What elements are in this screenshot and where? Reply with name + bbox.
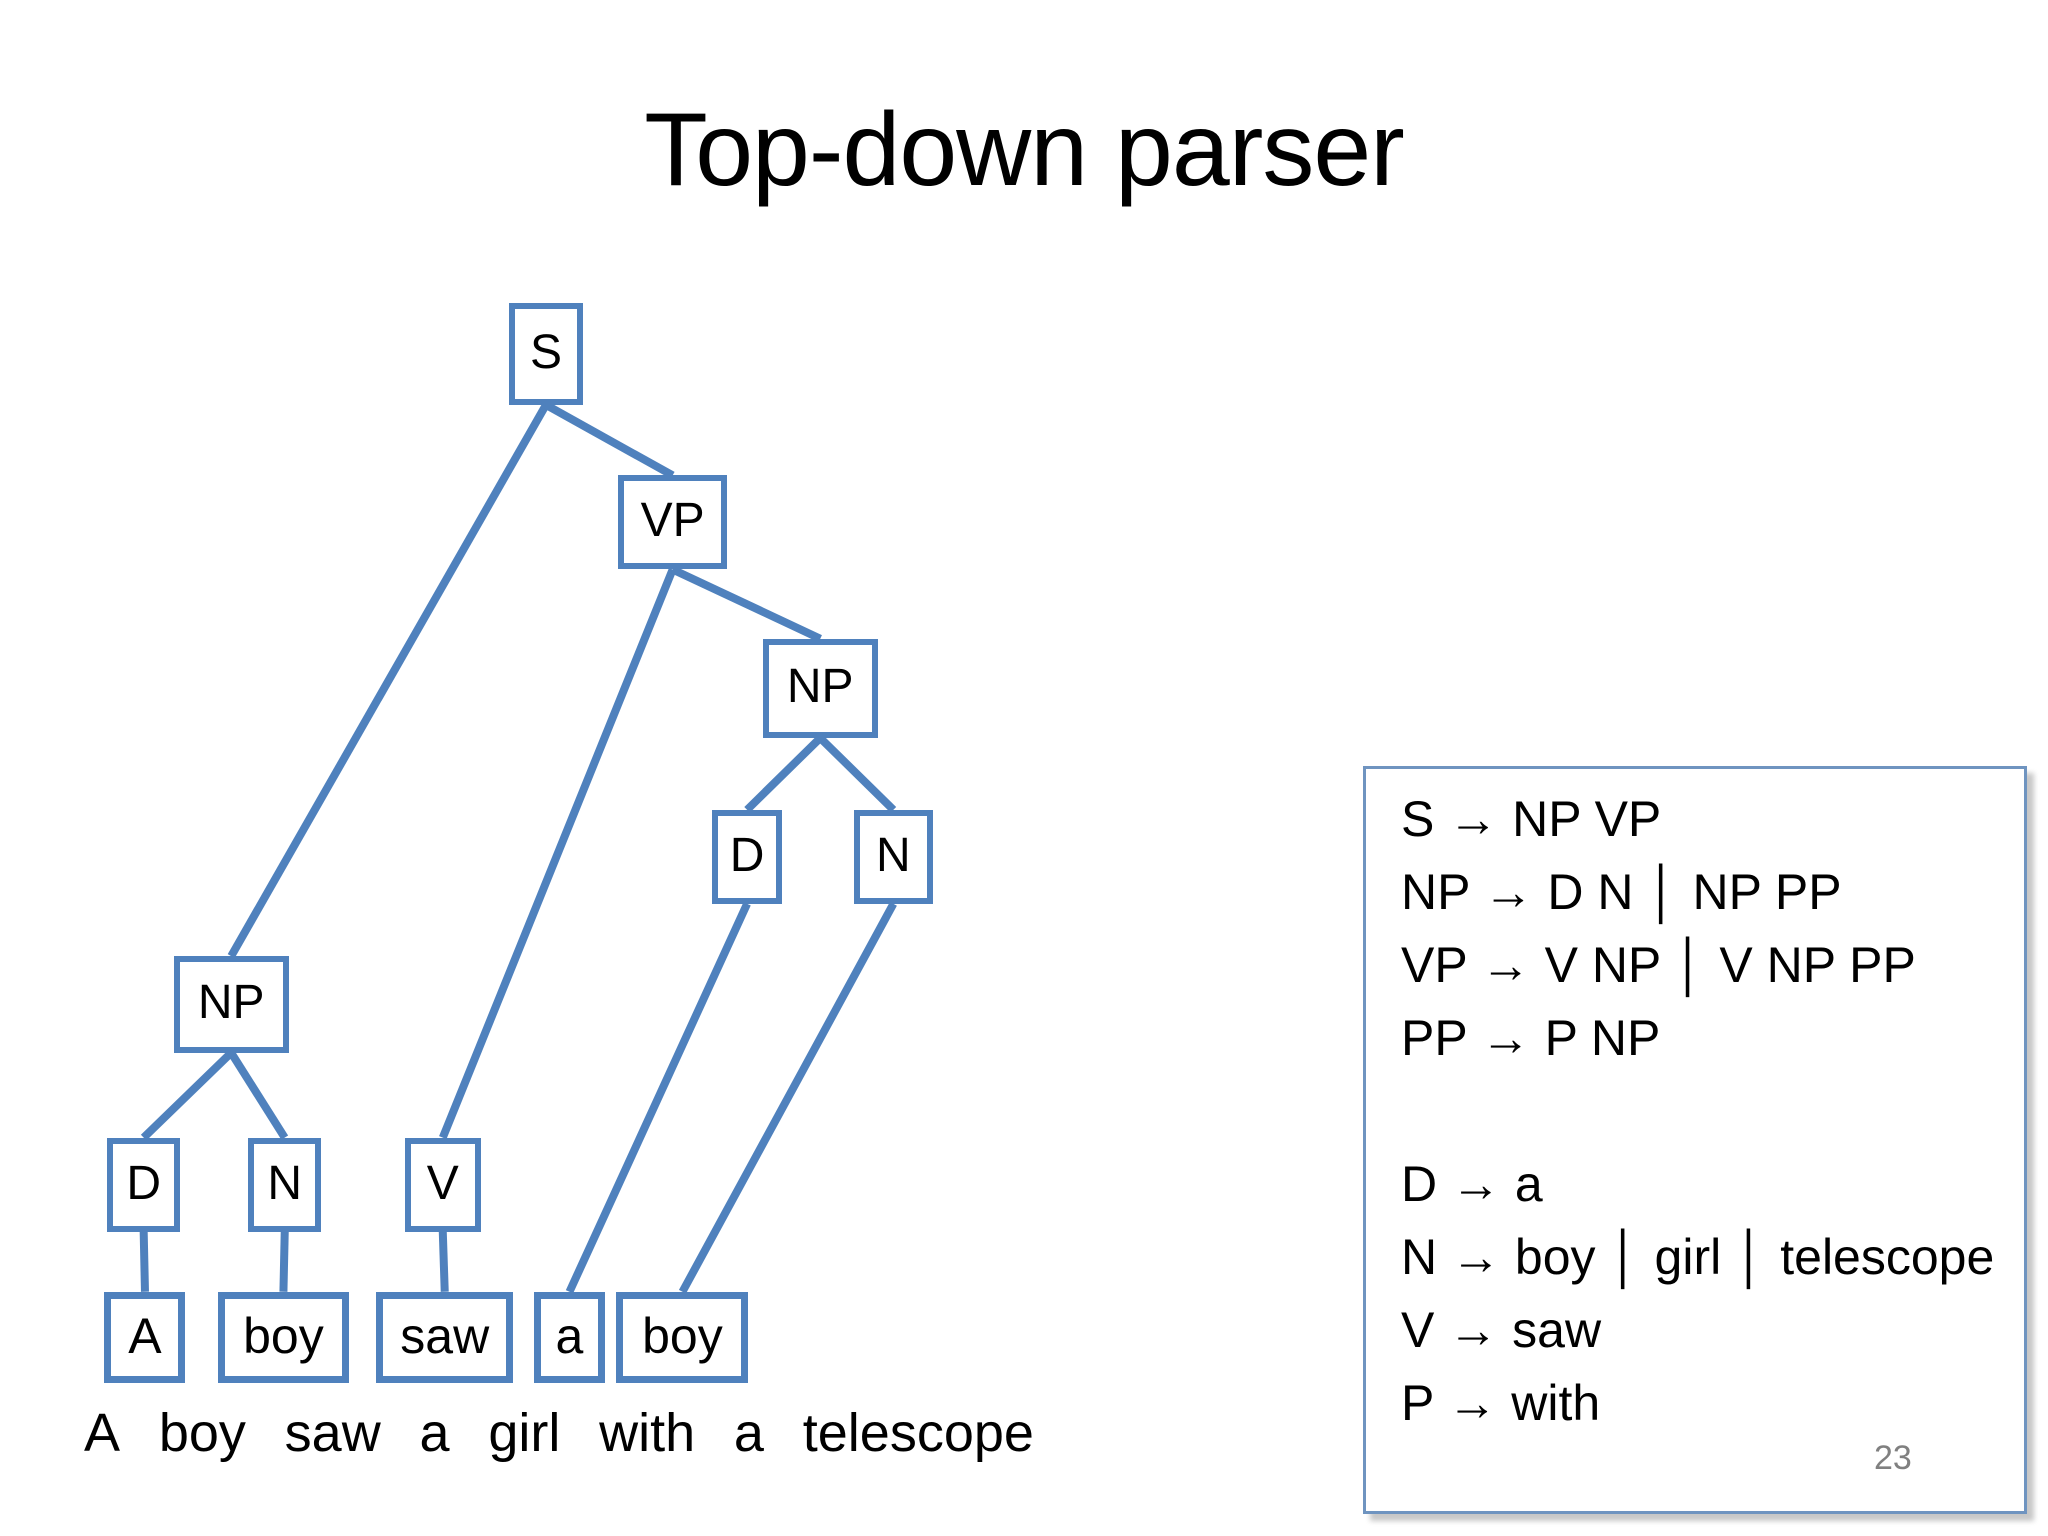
- grammar-rule-list: S → NP VP NP → D N │ NP PP VP → V NP │ V N…: [1401, 783, 2014, 1440]
- tree-node-w-a: A: [104, 1291, 186, 1384]
- tree-edge-n_obj-to-w_boy2: [678, 901, 897, 1294]
- tree-edge-n_subj-to-w_boy1: [279, 1231, 289, 1292]
- tree-node-w-saw: saw: [376, 1291, 514, 1384]
- tree-edge-np_subj-to-n_subj: [227, 1050, 289, 1140]
- tree-node-n-obj: N: [854, 809, 933, 904]
- grammar-rule-3: PP → P NP: [1401, 1010, 1661, 1066]
- sentence-word-7: telescope: [802, 1403, 1034, 1463]
- grammar-rule-7: V → saw: [1401, 1302, 1602, 1358]
- tree-edge-v-to-w_saw: [438, 1231, 449, 1292]
- sentence-word-3: a: [419, 1403, 450, 1463]
- tree-node-label: S: [529, 325, 562, 379]
- sentence-word-1: boy: [158, 1403, 246, 1463]
- grammar-panel: S → NP VP NP → D N │ NP PP VP → V NP │ V N…: [1363, 766, 2027, 1514]
- tree-node-vp: VP: [617, 475, 728, 570]
- tree-node-label: D: [729, 828, 765, 882]
- tree-edge-s-to-np_subj: [227, 402, 550, 959]
- grammar-rule-2: VP → V NP │ V NP PP: [1401, 937, 1916, 993]
- tree-node-label: NP: [197, 976, 265, 1030]
- grammar-rule-0: S → NP VP: [1401, 791, 1662, 847]
- sentence-word-2: saw: [284, 1403, 381, 1463]
- sentence-word-5: with: [599, 1403, 696, 1463]
- sentence-word-6: a: [733, 1403, 764, 1463]
- tree-node-label: boy: [243, 1308, 324, 1365]
- tree-node-w-a: a: [534, 1291, 605, 1384]
- tree-node-w-boy2: boy: [616, 1291, 749, 1384]
- tree-edge-s-to-vp: [544, 401, 675, 479]
- tree-edge-np_subj-to-d_subj: [140, 1049, 234, 1141]
- tree-node-d-subj: D: [107, 1137, 181, 1232]
- tree-node-label: NP: [786, 660, 854, 714]
- grammar-rule-1: NP → D N │ NP PP: [1401, 864, 1842, 920]
- tree-edge-np_obj-to-d_obj: [744, 735, 824, 813]
- tree-node-label: N: [267, 1156, 303, 1210]
- grammar-rule-6: N → boy │ girl │ telescope: [1401, 1229, 1995, 1285]
- tree-edge-vp-to-v: [439, 567, 677, 1140]
- tree-node-label: a: [555, 1308, 584, 1365]
- tree-node-label: saw: [400, 1308, 490, 1365]
- tree-edge-d_obj-to-w_a: [565, 902, 751, 1294]
- tree-edge-vp-to-np_obj: [670, 565, 822, 643]
- sentence-word-0: A: [84, 1403, 121, 1463]
- tree-node-label: N: [876, 828, 911, 882]
- tree-node-d-obj: D: [711, 809, 783, 904]
- tree-node-n-subj: N: [248, 1137, 322, 1232]
- tree-node-v: V: [404, 1137, 481, 1232]
- tree-node-label: A: [128, 1308, 162, 1365]
- slide-number: 23: [1874, 1439, 1912, 1477]
- sentence-word-4: girl: [488, 1403, 561, 1463]
- tree-node-label: VP: [640, 494, 705, 548]
- grammar-rule-5: D → a: [1401, 1156, 1543, 1212]
- grammar-rule-8: P → with: [1401, 1375, 1601, 1431]
- tree-node-w-boy1: boy: [218, 1291, 349, 1384]
- tree-node-np-subj: NP: [173, 956, 289, 1053]
- tree-edge-np_obj-to-n_obj: [817, 735, 897, 813]
- tree-node-np-obj: NP: [762, 638, 878, 738]
- page-title: Top-down parser: [644, 92, 1405, 208]
- tree-node-label: boy: [642, 1308, 723, 1365]
- tree-edge-d_subj-to-w_a: [139, 1231, 149, 1292]
- tree-node-label: V: [426, 1156, 459, 1210]
- tree-node-label: D: [126, 1156, 161, 1210]
- tree-node-s: S: [509, 303, 583, 405]
